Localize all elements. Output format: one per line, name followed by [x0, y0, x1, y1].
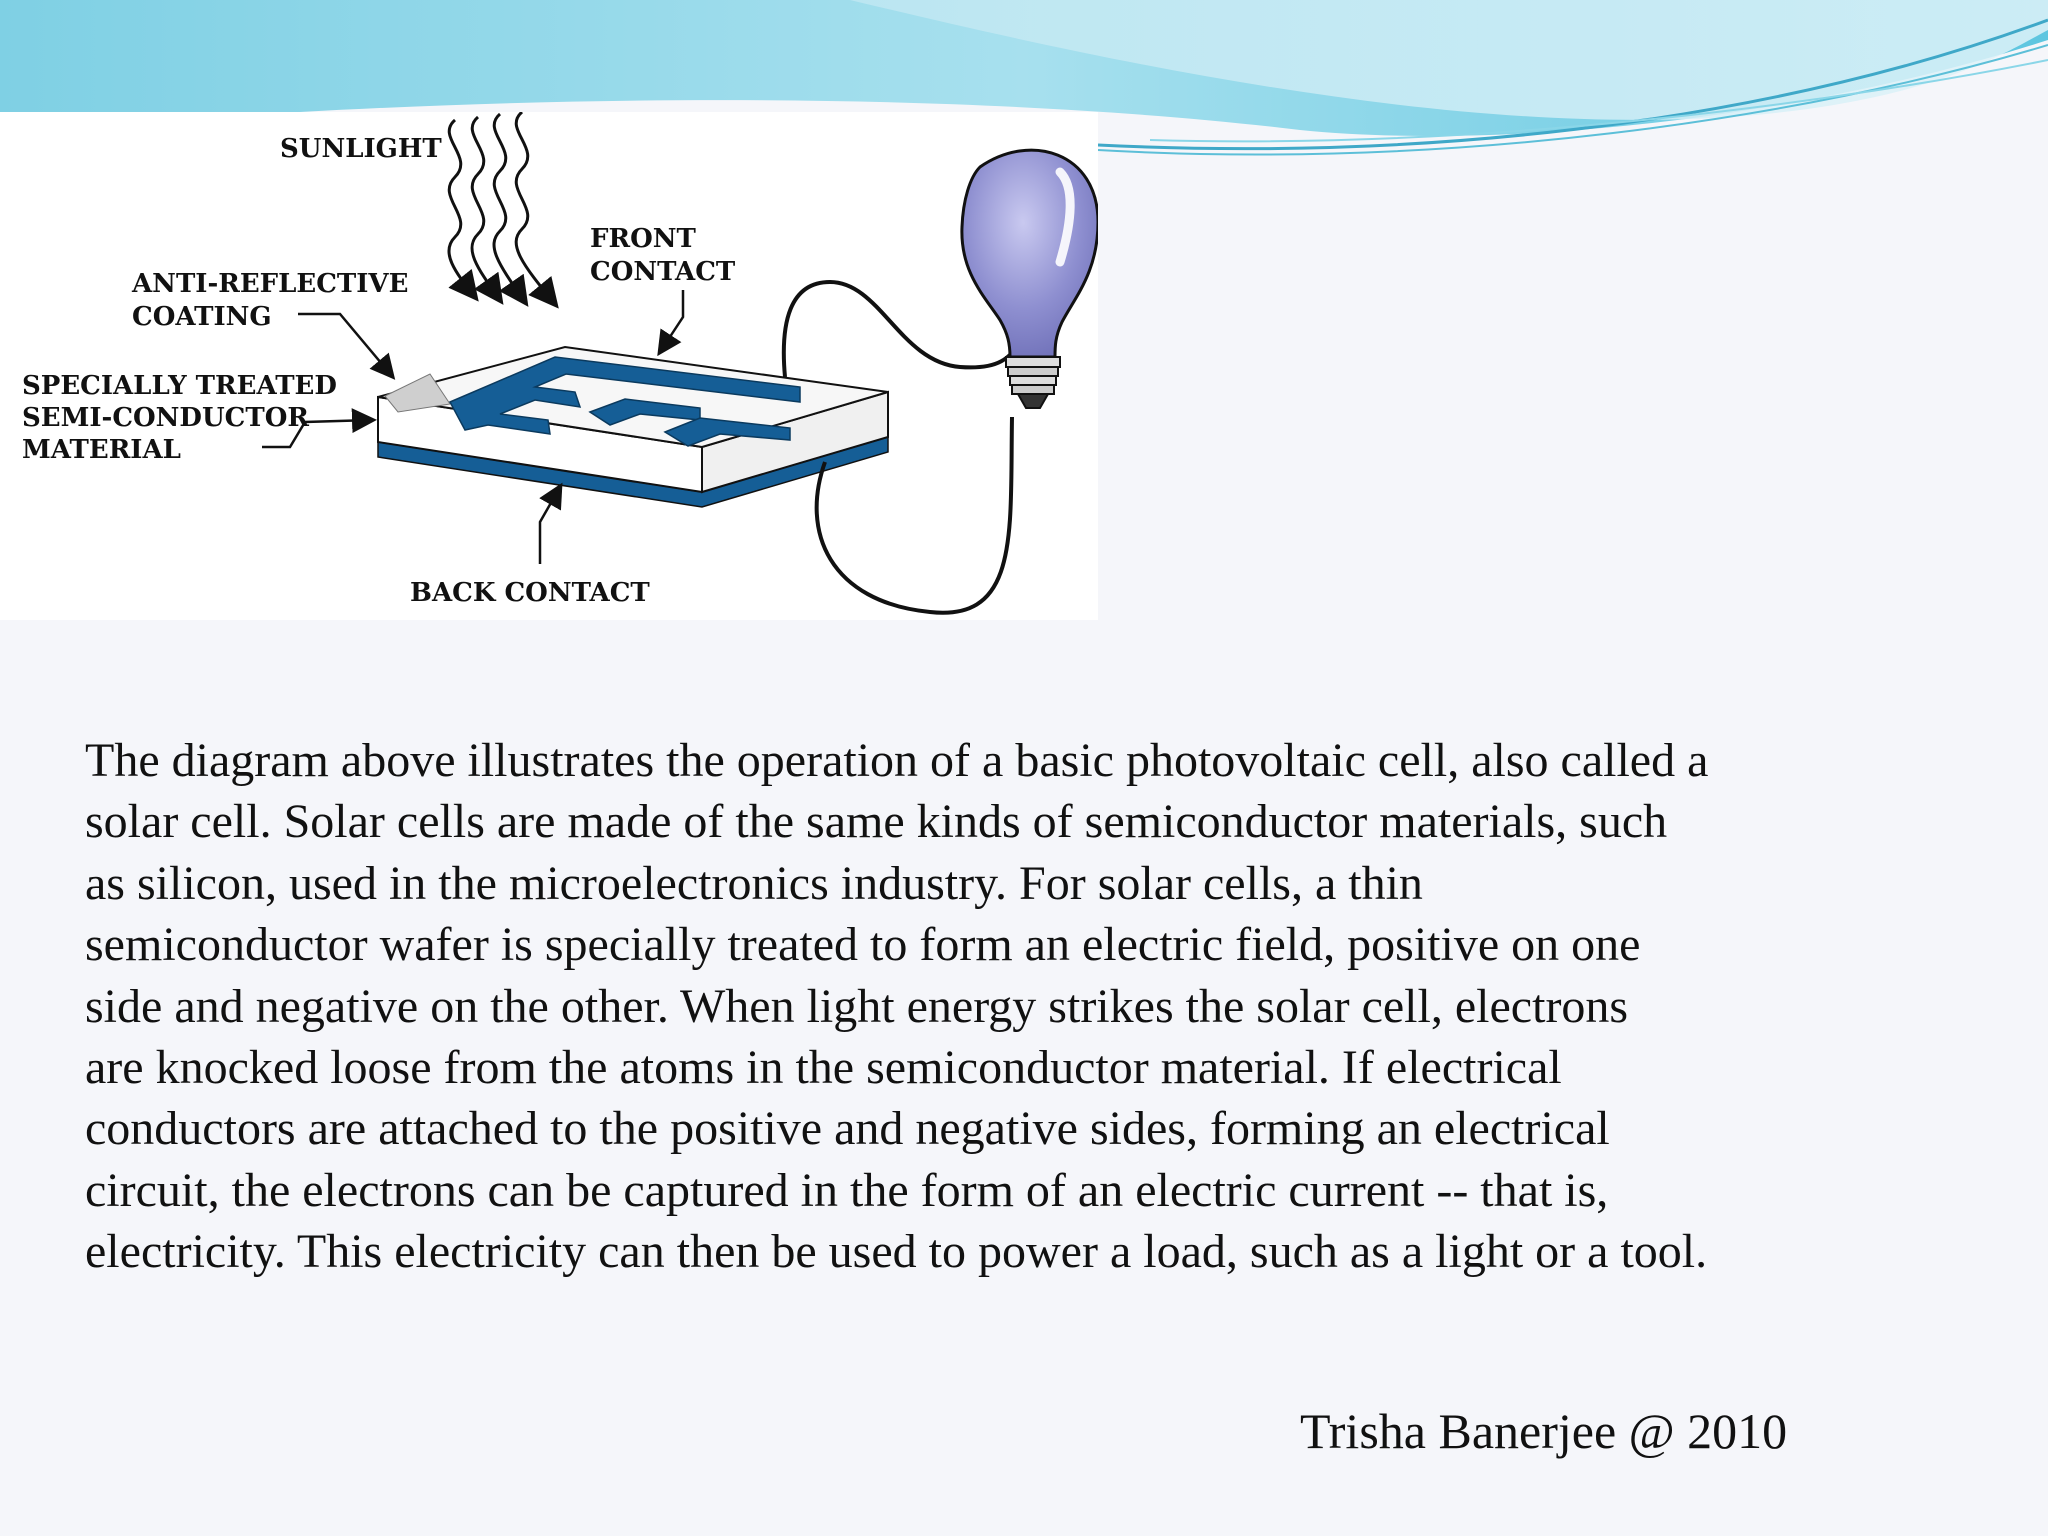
paragraph-line: circuit, the electrons can be captured i… — [85, 1163, 1609, 1217]
label-front-contact-line1: FRONT — [590, 224, 696, 254]
label-anti-reflective-coating: ANTI-REFLECTIVE COATING — [131, 269, 417, 332]
label-semiconductor-line2: SEMI-CONDUCTOR — [22, 403, 309, 433]
solar-cell-slab — [377, 345, 889, 508]
solar-cell-illustration: SUNLIGHT FRONT CONTACT ANTI-REFLECTIVE C… — [22, 112, 1098, 615]
paragraph-line: side and negative on the other. When lig… — [85, 979, 1629, 1033]
paragraph-line: solar cell. Solar cells are made of the … — [85, 795, 1668, 849]
label-semiconductor-line3: MATERIAL — [22, 435, 181, 465]
label-anti-reflective-line1: ANTI-REFLECTIVE — [131, 269, 408, 299]
paragraph-line: The diagram above illustrates the operat… — [85, 734, 1709, 787]
label-anti-reflective-line2: COATING — [132, 302, 272, 332]
label-semiconductor-material: SPECIALLY TREATED SEMI-CONDUCTOR MATERIA… — [22, 371, 346, 465]
author-credit: Trisha Banerjee @ 2010 — [1300, 1403, 1788, 1459]
label-leaders — [262, 290, 685, 564]
paragraph-line: electricity. This electricity can then b… — [85, 1225, 1708, 1279]
label-front-contact: FRONT CONTACT — [590, 224, 736, 287]
paragraph-line: are knocked loose from the atoms in the … — [85, 1040, 1562, 1094]
paragraph-line: conductors are attached to the positive … — [85, 1102, 1610, 1156]
description-paragraph: The diagram above illustrates the operat… — [85, 730, 1975, 1283]
label-semiconductor-line1: SPECIALLY TREATED — [22, 371, 337, 401]
front-contact-grid — [448, 356, 801, 447]
paragraph-line: as silicon, used in the microelectronics… — [85, 856, 1423, 910]
label-sunlight: SUNLIGHT — [280, 134, 442, 164]
header-wave-decoration — [0, 0, 2048, 156]
circuit-wires — [781, 279, 1022, 615]
label-front-contact-line2: CONTACT — [590, 257, 736, 287]
solar-cell-diagram: SUNLIGHT FRONT CONTACT ANTI-REFLECTIVE C… — [0, 112, 1098, 620]
paragraph-line: semiconductor wafer is specially treated… — [85, 918, 1641, 972]
light-bulb-icon — [960, 148, 1098, 409]
label-back-contact: BACK CONTACT — [410, 578, 650, 608]
sunlight-rays — [447, 112, 559, 309]
diagram-labels: SUNLIGHT FRONT CONTACT ANTI-REFLECTIVE C… — [22, 134, 736, 608]
